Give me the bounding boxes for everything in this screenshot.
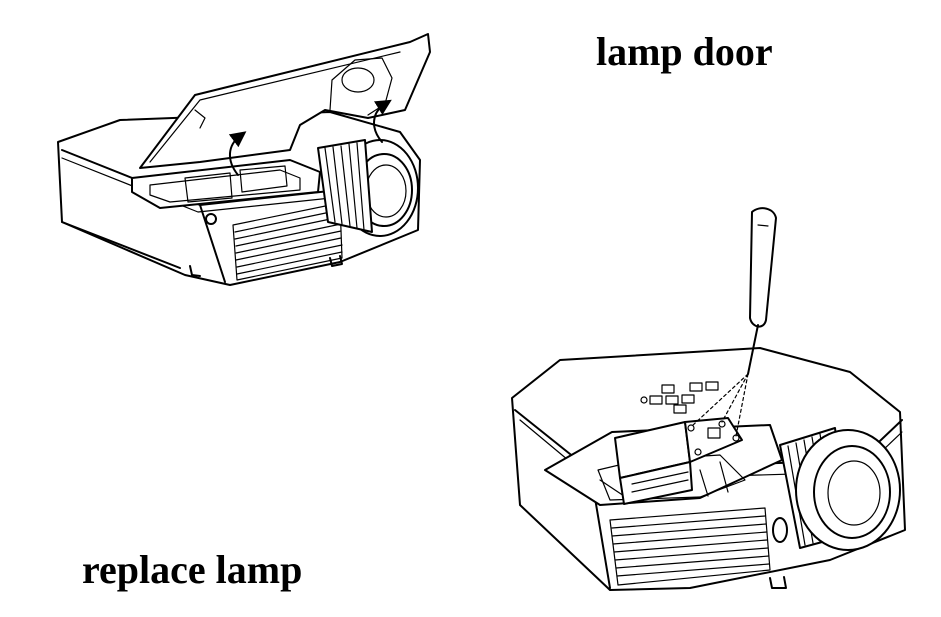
rotate-arrow-right	[373, 99, 392, 143]
screw-hole	[205, 213, 217, 225]
projector-replace-lamp	[511, 207, 906, 591]
replace-lamp-caption: replace lamp	[82, 547, 303, 592]
lamp-door-caption: lamp door	[596, 29, 773, 74]
rotate-arrow-left	[228, 131, 247, 176]
projector-lens	[779, 427, 901, 551]
vent-grill	[609, 507, 771, 586]
lamp-compartment	[131, 159, 321, 209]
projector-lamp-door-open	[57, 33, 431, 286]
vent-grill	[232, 202, 343, 281]
control-buttons	[640, 381, 719, 414]
projector-lens	[317, 139, 419, 237]
ir-sensor	[772, 517, 788, 543]
screwdriver	[747, 207, 777, 375]
lamp-module	[614, 417, 743, 505]
